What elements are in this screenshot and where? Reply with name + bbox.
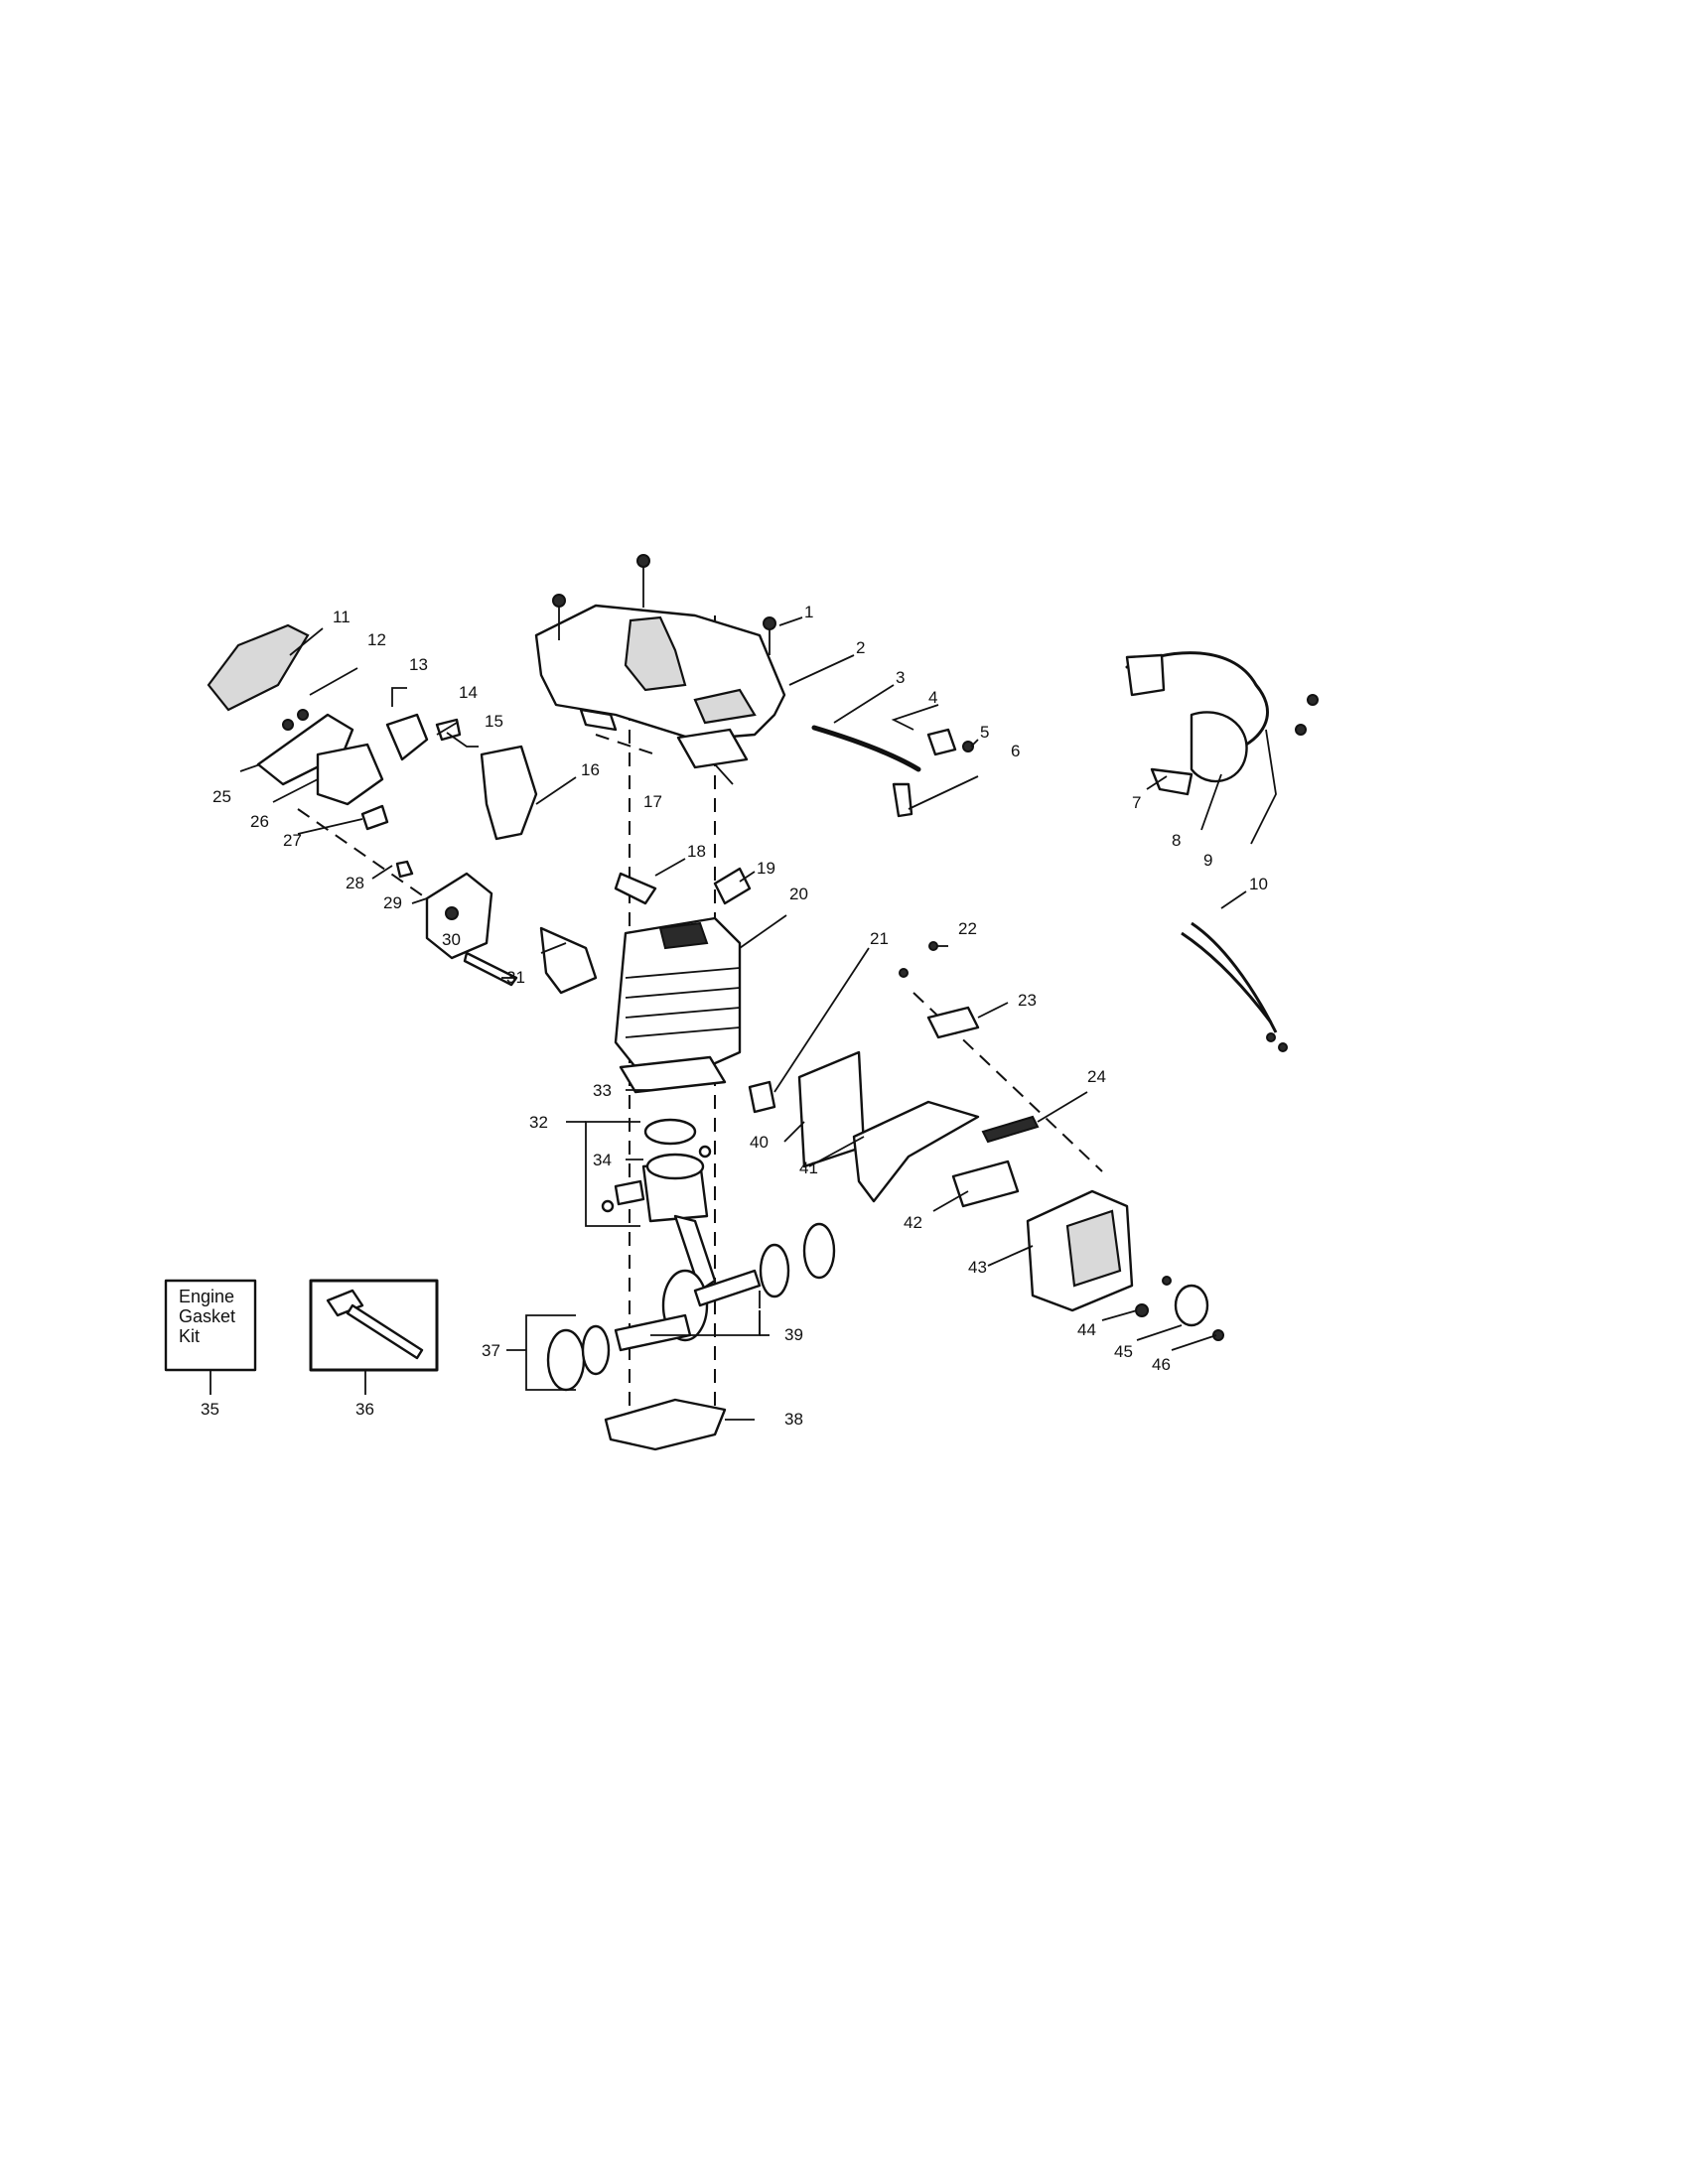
callout-43: 43 [968,1258,987,1277]
callout-27: 27 [283,831,302,850]
callout-1: 1 [804,603,813,621]
callout-9: 9 [1203,851,1212,870]
callout-10: 10 [1249,875,1268,893]
callout-leaders [210,616,1277,1421]
callout-34: 34 [593,1151,612,1169]
cylinder [614,916,742,1094]
callout-18: 18 [687,842,706,861]
bearings [546,1222,836,1392]
callout-15: 15 [485,712,503,731]
callout-32: 32 [529,1113,548,1132]
kit-line-3: Kit [179,1326,200,1346]
kit-line-2: Gasket [179,1306,235,1326]
callout-6: 6 [1011,742,1020,760]
exhaust-small-parts [748,941,1040,1144]
callout-16: 16 [581,760,600,779]
ignition-module [1125,651,1319,796]
spark-plug [614,867,752,905]
callout-11: 11 [333,608,351,626]
cover-screws [552,554,776,655]
gasket-kit-box [164,1279,257,1372]
callout-7: 7 [1132,793,1141,812]
callout-37: 37 [482,1341,500,1360]
callout-29: 29 [383,893,402,912]
callout-45: 45 [1114,1342,1133,1361]
callout-12: 12 [367,630,386,649]
callout-33: 33 [593,1081,612,1100]
crankcase [604,1398,727,1451]
callout-46: 46 [1152,1355,1171,1374]
callout-39: 39 [784,1325,803,1344]
callout-40: 40 [750,1133,769,1152]
callout-35: 35 [201,1400,219,1419]
callout-14: 14 [459,683,478,702]
callout-26: 26 [250,812,269,831]
intake-adapter [395,860,598,995]
callout-13: 13 [409,655,428,674]
muffler [1026,1189,1224,1341]
callout-30: 30 [442,930,461,949]
cylinder-cover [534,604,786,742]
scrench-tool-icon [326,1289,424,1360]
callout-44: 44 [1077,1320,1096,1339]
callout-3: 3 [896,668,905,687]
heat-shields [797,1050,1020,1208]
callout-24: 24 [1087,1067,1106,1086]
callout-36: 36 [355,1400,374,1419]
crankshaft [614,1214,762,1352]
fuel-line [811,725,974,818]
kit-line-1: Engine [179,1287,234,1306]
callout-28: 28 [346,874,364,892]
callout-numbers: 1 2 3 4 5 6 7 8 9 10 11 12 13 14 15 16 1… [201,603,1268,1429]
ignition-wires [1181,921,1288,1052]
callout-38: 38 [784,1410,803,1429]
carburetor [256,709,462,831]
air-filter [207,623,310,712]
cover-decal [676,728,749,769]
callout-8: 8 [1172,831,1181,850]
callout-20: 20 [789,885,808,903]
callout-17: 17 [643,792,662,811]
callout-41: 41 [799,1159,818,1177]
bracket-37 [525,1314,576,1391]
gasket-kit-label: Engine Gasket Kit [179,1287,235,1346]
callout-23: 23 [1018,991,1037,1010]
callout-21: 21 [870,929,889,948]
callout-42: 42 [904,1213,922,1232]
callout-4: 4 [928,688,937,707]
piston-group [601,1118,712,1223]
intake-boot [480,745,538,841]
callout-19: 19 [757,859,775,878]
callout-25: 25 [212,787,231,806]
bracket-32 [585,1121,640,1227]
callout-22: 22 [958,919,977,938]
callout-2: 2 [856,638,865,657]
callout-31: 31 [506,968,525,987]
callout-5: 5 [980,723,989,742]
